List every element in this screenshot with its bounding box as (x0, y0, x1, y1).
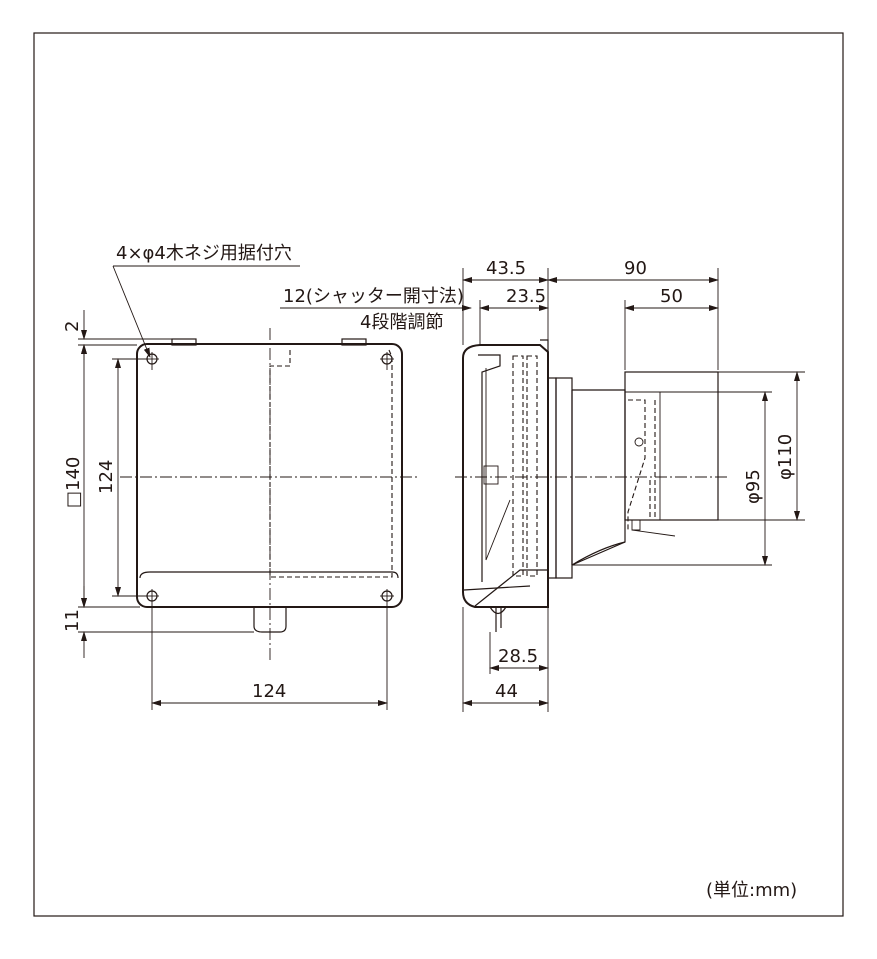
dim-top-gap: 2 (62, 321, 83, 332)
dim-pipe-inner: φ95 (743, 469, 764, 504)
dim-pipe-outer: φ110 (775, 434, 796, 480)
dim-inner-height: 124 (96, 460, 117, 494)
side-bottom-dims: 28.5 44 (462, 607, 549, 712)
unit-label: (単位:mm) (706, 880, 797, 901)
side-top-dims: 43.5 90 23.5 50 12(シャッター開寸法) 4段階調節 (280, 258, 719, 370)
front-body (136, 343, 403, 608)
dim-bottom-28-5: 28.5 (498, 646, 538, 667)
steps-label: 4段階調節 (360, 312, 443, 333)
dim-side-total: 90 (624, 258, 647, 279)
dim-side-sub: 23.5 (506, 286, 546, 307)
screw-label-group: 4×φ4木ネジ用据付穴 (112, 243, 300, 358)
dim-bottom-gap: 11 (62, 609, 83, 632)
screw-hole-label: 4×φ4木ネジ用据付穴 (116, 243, 292, 264)
side-view (455, 339, 730, 632)
dim-bottom-44: 44 (495, 681, 518, 702)
pipe-connector (624, 371, 719, 521)
dim-side-depth: 43.5 (486, 258, 526, 279)
shutter-label: 12(シャッター開寸法) (283, 286, 464, 307)
dim-side-pipe: 50 (660, 286, 683, 307)
front-view (120, 328, 418, 662)
front-bottom-dims: 124 (151, 603, 388, 710)
screw-hole-icon (145, 352, 394, 603)
drawing-frame (33, 32, 844, 917)
dim-bottom-width: 124 (252, 681, 286, 702)
pipe-dims: φ95 φ110 (572, 371, 805, 566)
front-left-dims: 2 □140 124 11 (62, 310, 254, 658)
dim-square: □140 (63, 457, 84, 508)
